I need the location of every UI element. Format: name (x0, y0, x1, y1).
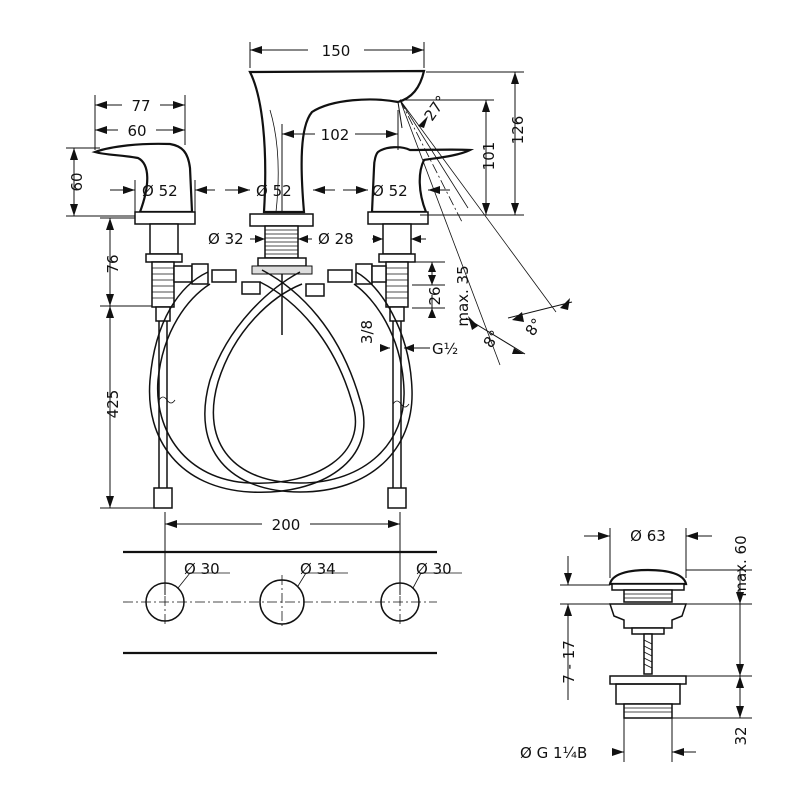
drain-cap (608, 568, 688, 586)
dim-max35: max. 35 (454, 265, 472, 326)
spout-body (248, 69, 426, 214)
drain-thread (623, 703, 673, 719)
right-valve (355, 261, 409, 322)
dim-handle-total: 77 (131, 97, 150, 115)
spout-shank-threads (265, 229, 298, 255)
drain-assembly: Ø 63 7 - 17 max. 60 (520, 527, 752, 762)
hose-loop-left (148, 269, 365, 494)
drain-nut (609, 675, 687, 685)
dim-right-base: Ø 52 (372, 182, 408, 200)
dim-drain-thread: Ø G 1¼B (520, 744, 587, 762)
dim-angle-8a: 8° (480, 327, 505, 351)
right-handle-base (367, 211, 429, 225)
dim-76: 76 (104, 254, 122, 273)
dim-drain-max60: max. 60 (732, 535, 750, 596)
dim-height-126: 126 (509, 116, 527, 145)
drain-flange (608, 603, 688, 629)
left-handle-lever (91, 142, 194, 214)
dim-height-101: 101 (480, 142, 498, 171)
dim-angle-8b: 8° (522, 315, 547, 339)
dim-spout-offset: 102 (321, 126, 350, 144)
faucet-assembly: 150 77 60 60 102 27° (66, 42, 573, 509)
dim-thread-38: 3/8 (358, 320, 376, 344)
hole-layout: 200 Ø 30 Ø 34 Ø 30 (123, 512, 462, 655)
dim-spacing-200: 200 (272, 516, 301, 534)
dim-handle-height: 60 (68, 172, 86, 191)
dim-handle-60: 60 (127, 122, 146, 140)
spout-base (249, 213, 314, 227)
dim-spout-length: 150 (322, 42, 351, 60)
dim-thread-g12: G½ (432, 340, 458, 358)
dim-drain-32: 32 (732, 726, 750, 745)
right-handle-lever (370, 146, 475, 214)
dim-shank-28: Ø 28 (318, 230, 354, 248)
dim-shank-32: Ø 32 (208, 230, 244, 248)
dim-drain-range: 7 - 17 (560, 640, 578, 684)
dim-spout-base: Ø 52 (256, 182, 292, 200)
hole-left-label: Ø 30 (184, 560, 220, 578)
hole-center-label: Ø 34 (300, 560, 336, 578)
dim-26: 26 (426, 286, 444, 305)
left-handle-base (134, 211, 196, 225)
dim-hose-425: 425 (104, 390, 122, 419)
dim-left-base: Ø 52 (142, 182, 178, 200)
hole-right-label: Ø 30 (416, 560, 452, 578)
dim-drain-cap: Ø 63 (630, 527, 666, 545)
hose-loop-right (204, 271, 413, 493)
